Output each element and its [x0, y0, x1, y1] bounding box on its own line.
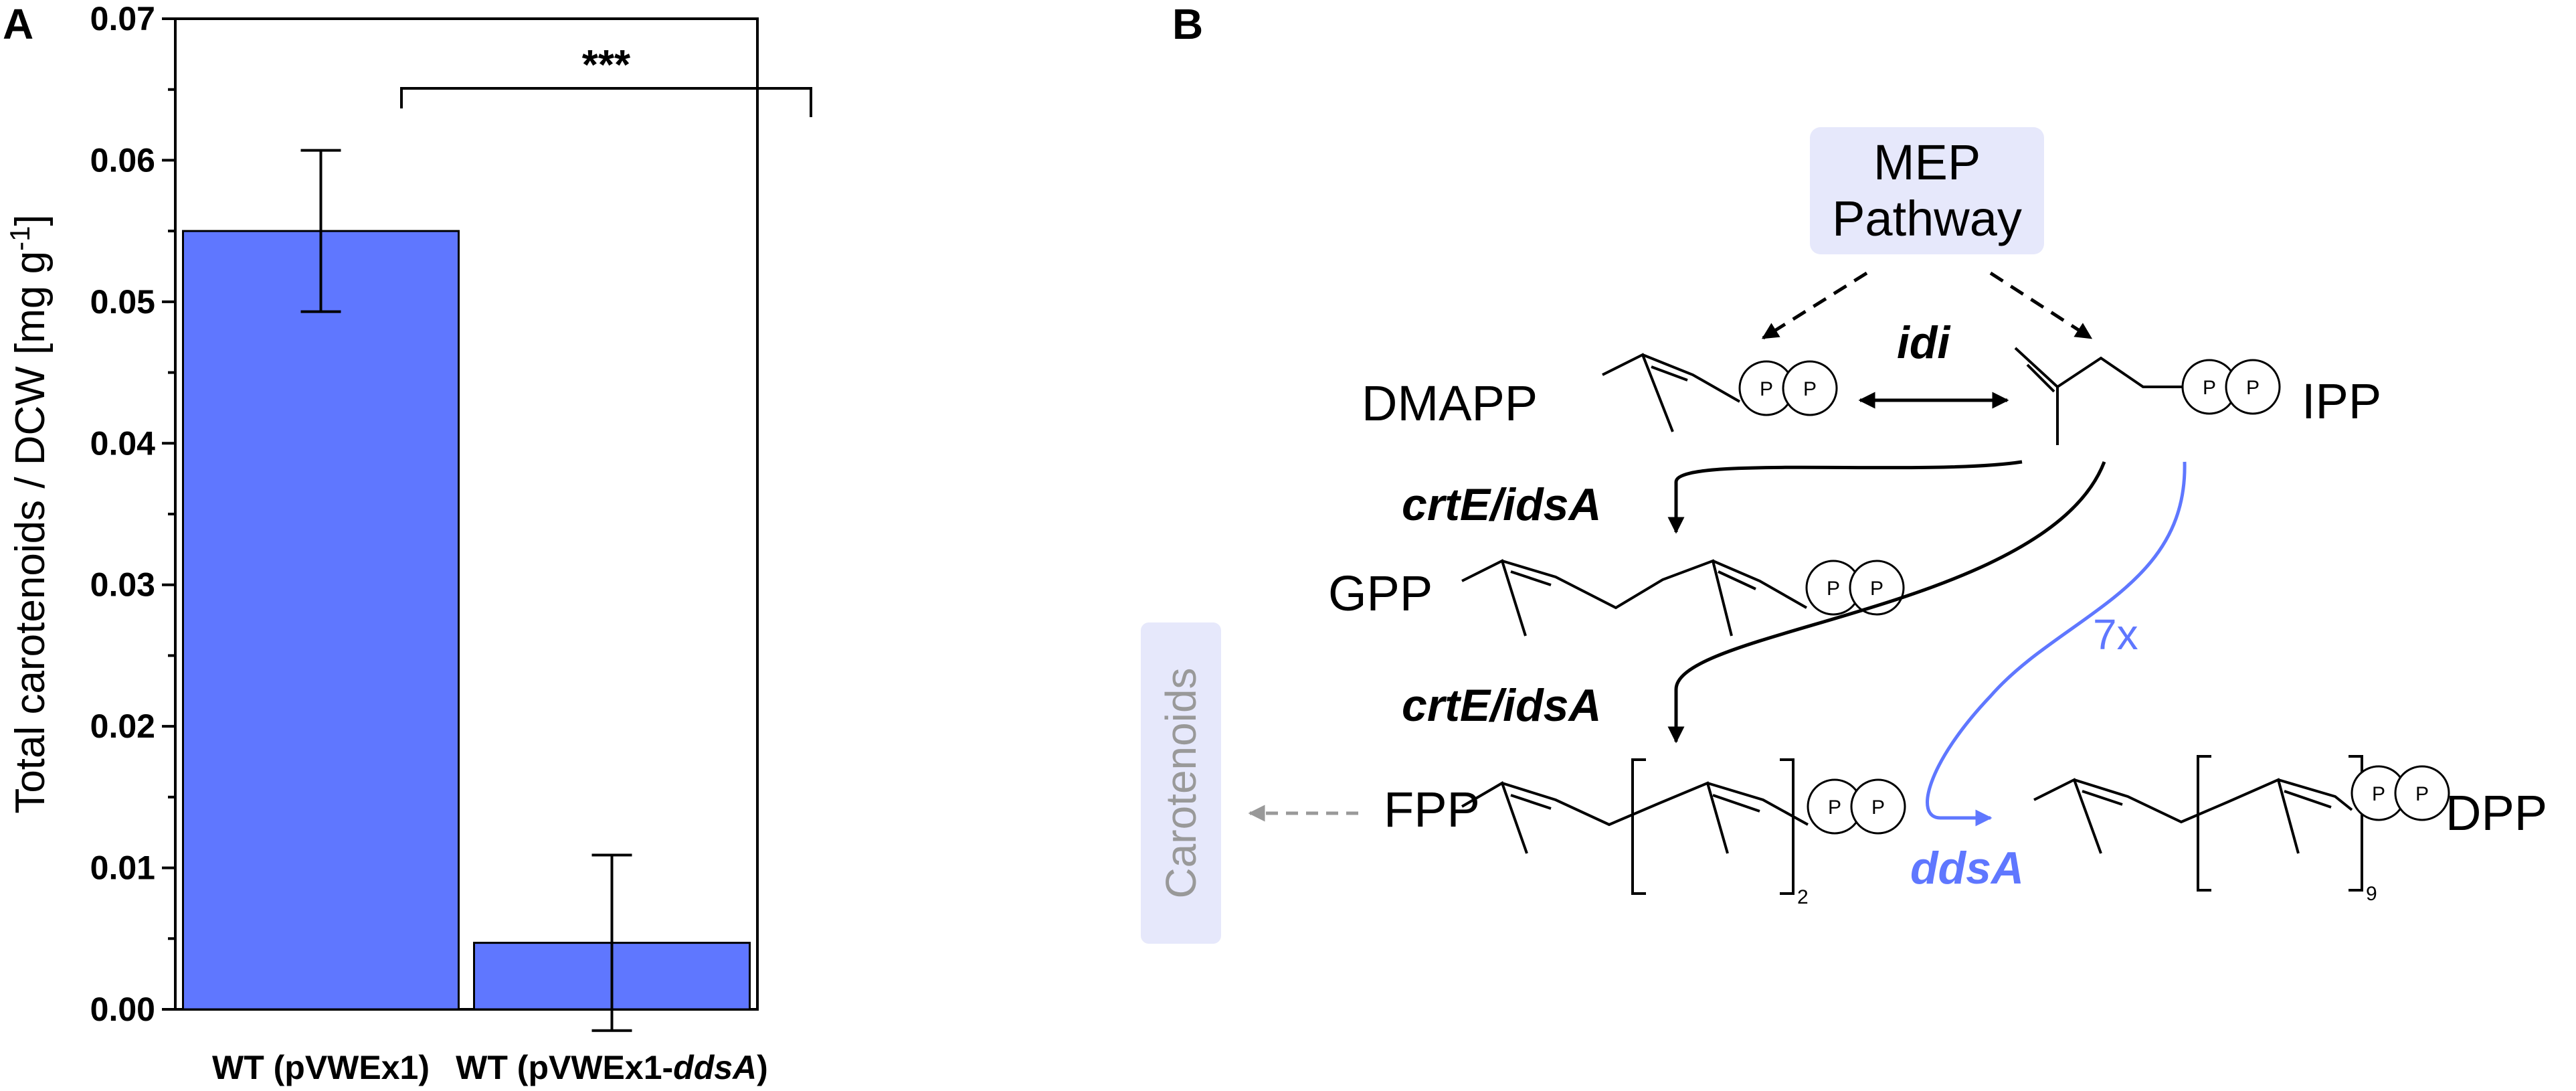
ipp-to-gpp-arrow: [1667, 460, 2023, 534]
gpp-phosphates: P P: [1805, 560, 1905, 616]
y-tick-label: 0.06: [90, 141, 155, 179]
phosphate-label: P: [2203, 377, 2216, 399]
phosphate-label: P: [1828, 796, 1841, 819]
phosphate-label: P: [2372, 783, 2385, 805]
dpp-structure: [2033, 755, 2363, 892]
y-tick-label: 0.00: [90, 991, 155, 1028]
idi-label: idi: [1897, 317, 1951, 368]
crte-idsa-label-2: crtE/idsA: [1402, 680, 1602, 731]
error-bars: [300, 149, 632, 1032]
pathway-diagram: MEP Pathway DMAPP IPP GPP FPP DPP: [1141, 127, 2547, 944]
y-axis-label: Total carotenoids / DCW [mg g-1]: [4, 214, 54, 813]
y-axis: 0.00 0.01 0.02 0.03 0.04 0.05 0.06 0.07: [90, 0, 175, 1028]
panel-label-a: A: [3, 0, 33, 48]
y-tick-label: 0.07: [90, 0, 155, 37]
phosphate-label: P: [2415, 783, 2429, 805]
fold-change-label: 7x: [2093, 610, 2138, 659]
significance-bracket: [400, 87, 812, 117]
bar-chart: 0.00 0.01 0.02 0.03 0.04 0.05 0.06 0.07 Total c…: [4, 0, 812, 1086]
phosphate-label: P: [1760, 378, 1773, 400]
category-label: WT (pVWEx1): [212, 1049, 430, 1086]
bars: [182, 230, 751, 1011]
phosphate-label: P: [1803, 378, 1817, 400]
category-label: WT (pVWEx1-ddsA): [456, 1049, 768, 1086]
dmapp-label: DMAPP: [1362, 375, 1538, 431]
carotenoids-label: Carotenoids: [1157, 667, 1205, 898]
pathway-label: Pathway: [1832, 191, 2022, 246]
carotenoids-box: [1141, 622, 1221, 944]
mep-label: MEP: [1873, 135, 1981, 190]
ddsa-label: ddsA: [1910, 843, 2024, 894]
ipp-to-fpp-arrow: [1667, 461, 2106, 744]
ipp-phosphates: P P: [2181, 359, 2281, 415]
phosphate-label: P: [1870, 578, 1883, 600]
fpp-label: FPP: [1384, 782, 1480, 837]
ipp-label: IPP: [2302, 373, 2381, 429]
dmapp-phosphates: P P: [1738, 360, 1838, 416]
phosphate-label: P: [1827, 578, 1840, 600]
mep-to-ipp-arrow: [1989, 271, 2093, 340]
dpp-label: DPP: [2446, 785, 2547, 841]
bar: [182, 230, 460, 1011]
y-tick-label: 0.05: [90, 283, 155, 321]
panel-label-b: B: [1172, 0, 1203, 48]
ddsa-arrow: [1926, 461, 2187, 827]
fpp-repeat-subscript: 2: [1797, 886, 1809, 908]
y-tick-label: 0.03: [90, 566, 155, 604]
mep-pathway-box: [1810, 127, 2044, 254]
phosphate-label: P: [2246, 377, 2260, 399]
significance-stars: ***: [582, 42, 631, 88]
phosphate-label: P: [1871, 796, 1885, 819]
ipp-structure: [2014, 347, 2183, 445]
mep-to-dmapp-arrow: [1761, 271, 1868, 340]
gpp-label: GPP: [1328, 566, 1433, 621]
category-labels: WT (pVWEx1) WT (pVWEx1-ddsA): [212, 1049, 768, 1086]
dmapp-structure: [1602, 353, 1740, 432]
dpp-repeat-subscript: 9: [2366, 883, 2377, 905]
fpp-phosphates: P P: [1807, 778, 1906, 835]
y-tick-label: 0.02: [90, 707, 155, 745]
fpp-structure: [1461, 758, 1809, 895]
y-tick-label: 0.01: [90, 849, 155, 887]
gpp-structure: [1461, 559, 1807, 637]
crte-idsa-label-1: crtE/idsA: [1402, 479, 1602, 530]
dpp-phosphates: P P: [2351, 765, 2450, 821]
y-tick-label: 0.04: [90, 424, 156, 462]
